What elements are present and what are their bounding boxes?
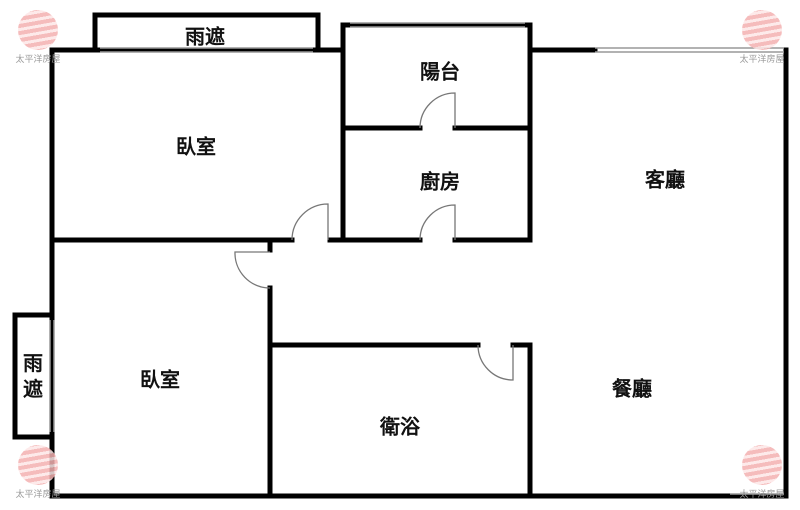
logo-icon xyxy=(18,445,58,485)
watermark-logo: 太平洋房屋 xyxy=(727,10,797,65)
watermark-logo: 太平洋房屋 xyxy=(3,445,73,500)
room-label-bedroom-1: 臥室 xyxy=(176,134,216,159)
room-label-balcony: 陽台 xyxy=(420,59,460,84)
watermark-text: 太平洋房屋 xyxy=(739,55,785,65)
room-label-bathroom: 衛浴 xyxy=(380,414,420,439)
room-label-living-room: 客廳 xyxy=(645,167,685,192)
room-label-bedroom-2: 臥室 xyxy=(140,367,180,392)
watermark-logo: 太平洋房屋 xyxy=(3,10,73,65)
logo-icon xyxy=(742,10,782,50)
door-balcony xyxy=(419,92,456,129)
door-bedroom-2 xyxy=(234,251,271,289)
watermark-logo: 太平洋房屋 xyxy=(727,445,797,500)
door-bathroom xyxy=(477,344,514,381)
doors xyxy=(234,92,514,381)
watermark-text: 太平洋房屋 xyxy=(15,55,61,65)
room-label-canopy-top: 雨遮 xyxy=(185,24,225,49)
logo-icon xyxy=(742,445,782,485)
watermark-text: 太平洋房屋 xyxy=(739,490,785,500)
room-label-dining-room: 餐廳 xyxy=(612,376,652,401)
room-label-kitchen: 廚房 xyxy=(420,169,460,194)
logo-icon xyxy=(18,10,58,50)
canopy-top-outline xyxy=(92,12,321,53)
canopy-left-outline xyxy=(12,312,55,440)
door-kitchen xyxy=(419,204,456,241)
room-label-canopy-left: 雨遮 xyxy=(23,351,43,401)
door-bedroom-1 xyxy=(291,203,329,241)
walls xyxy=(12,12,789,499)
watermark-text: 太平洋房屋 xyxy=(15,490,61,500)
